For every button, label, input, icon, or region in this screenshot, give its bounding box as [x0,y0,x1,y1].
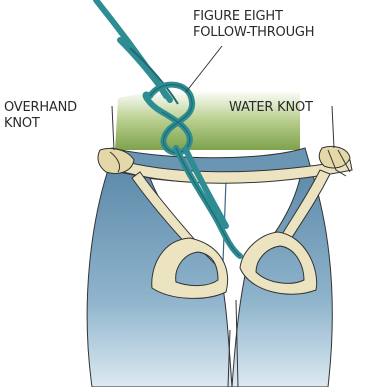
shirt [115,90,300,150]
jeans-right-leg [232,172,332,387]
leader-overhand [112,106,114,150]
overhand-label-line2: KNOT [4,116,77,132]
water-knot-label-line1: WATER KNOT [229,100,313,116]
overhand-knot-label: OVERHAND KNOT [4,100,77,132]
figure-eight-label: FIGURE EIGHT FOLLOW-THROUGH [193,9,314,41]
leader-figure-eight [186,46,222,92]
water-knot-label: WATER KNOT [229,100,313,116]
figure-eight-label-line1: FIGURE EIGHT [193,9,314,25]
water-knot [319,146,350,167]
figure-eight-label-line2: FOLLOW-THROUGH [193,25,314,41]
overhand-label-line1: OVERHAND [4,100,77,116]
leader-water-knot [332,106,334,148]
rope-tail-b [120,40,170,100]
